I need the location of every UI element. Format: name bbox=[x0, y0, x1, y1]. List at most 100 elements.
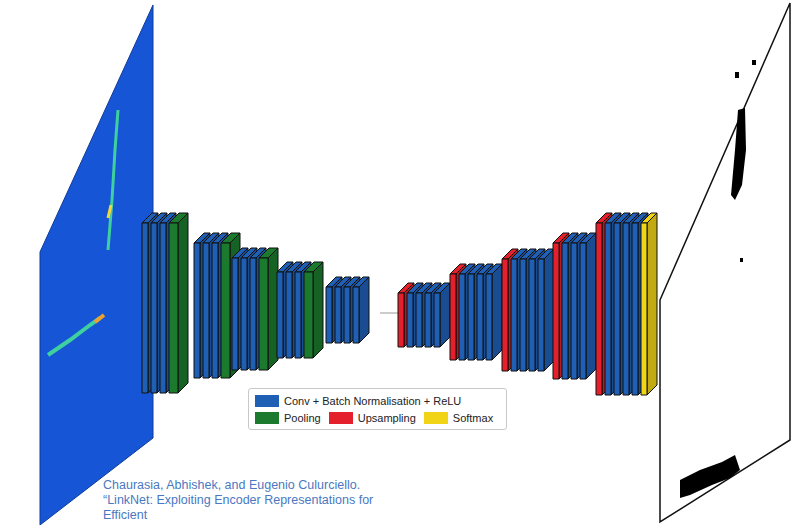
legend-item: Conv + Batch Normalisation + ReLU bbox=[255, 395, 461, 407]
layer-slab bbox=[468, 274, 474, 360]
mask-dot bbox=[740, 258, 743, 262]
layer-slab bbox=[602, 213, 612, 395]
legend-text: Upsampling bbox=[358, 412, 416, 424]
layer-slab bbox=[571, 243, 577, 379]
layer-slab bbox=[474, 264, 484, 360]
layer-slab bbox=[465, 264, 475, 360]
layer-slab bbox=[647, 213, 657, 395]
input-image bbox=[40, 5, 153, 525]
layer-slab bbox=[142, 223, 148, 393]
layer-slab bbox=[404, 283, 414, 347]
layer-slab bbox=[241, 258, 247, 370]
legend-swatch bbox=[255, 412, 279, 424]
legend-item: Pooling bbox=[255, 412, 321, 424]
layer-slab bbox=[353, 287, 359, 343]
layer-slab bbox=[407, 293, 413, 347]
layer-slab bbox=[611, 213, 621, 395]
layer-slab bbox=[511, 259, 517, 371]
layer-slab bbox=[247, 248, 257, 370]
layer-slab bbox=[517, 249, 527, 371]
layer-slab bbox=[638, 213, 648, 395]
layer-slab bbox=[209, 233, 219, 378]
layer-slab bbox=[641, 223, 647, 395]
layer-slab bbox=[605, 223, 611, 395]
layer-slab bbox=[326, 287, 332, 343]
legend-text: Softmax bbox=[453, 412, 493, 424]
layer-slab bbox=[456, 264, 466, 360]
layer-slab bbox=[538, 259, 544, 371]
layer-slab bbox=[483, 264, 493, 360]
layer-slab bbox=[508, 249, 518, 371]
legend-item: Upsampling bbox=[329, 412, 416, 424]
layer-slab bbox=[160, 223, 166, 393]
layer-slab bbox=[194, 243, 200, 378]
input-signal bbox=[48, 318, 100, 355]
layer-slab bbox=[416, 293, 422, 347]
legend-swatch bbox=[255, 395, 279, 407]
layer-slab bbox=[422, 283, 432, 347]
layer-slab bbox=[341, 277, 351, 343]
layer-slab bbox=[335, 287, 341, 343]
mask-segment bbox=[680, 455, 740, 498]
legend-row: Conv + Batch Normalisation + ReLU bbox=[255, 392, 500, 409]
layer-slab bbox=[425, 293, 431, 347]
input-signal bbox=[108, 110, 118, 250]
layer-slab bbox=[577, 233, 587, 379]
layer-slab bbox=[529, 259, 535, 371]
layer-slab bbox=[304, 272, 313, 358]
output-mask bbox=[660, 3, 790, 522]
layer-slab bbox=[238, 248, 248, 370]
layer-slab bbox=[413, 283, 423, 347]
layer-slab bbox=[559, 233, 569, 379]
layer-slab bbox=[283, 262, 293, 358]
layer-slab bbox=[292, 262, 302, 358]
input-signal bbox=[108, 205, 111, 218]
layer-slab bbox=[520, 259, 526, 371]
layer-slab bbox=[632, 223, 638, 395]
layer-slab bbox=[286, 272, 292, 358]
citation: Chaurasia, Abhishek, and Eugenio Culurci… bbox=[103, 478, 403, 523]
layer-slab bbox=[477, 274, 483, 360]
layer-slab bbox=[562, 243, 568, 379]
layer-slab bbox=[200, 233, 210, 378]
layer-slab bbox=[250, 258, 256, 370]
mask-dot bbox=[752, 60, 756, 65]
layer-slab bbox=[629, 213, 639, 395]
layer-slab bbox=[359, 277, 369, 343]
layer-slab bbox=[580, 243, 586, 379]
layer-slab bbox=[450, 274, 456, 360]
layer-slab bbox=[259, 258, 268, 370]
legend-text: Pooling bbox=[284, 412, 321, 424]
layer-slab bbox=[526, 249, 536, 371]
mask-segment bbox=[731, 108, 746, 200]
layer-slab bbox=[203, 243, 209, 378]
layer-slab bbox=[221, 243, 230, 378]
layer-slab bbox=[344, 287, 350, 343]
layer-slab bbox=[568, 233, 578, 379]
layer-slab bbox=[486, 274, 492, 360]
citation-text: Chaurasia, Abhishek, and Eugenio Culurci… bbox=[103, 478, 373, 522]
layer-slab bbox=[157, 213, 167, 393]
layer-slab bbox=[492, 264, 502, 360]
layer-slab bbox=[502, 259, 508, 371]
input-signal bbox=[95, 315, 104, 322]
layer-slab bbox=[535, 249, 545, 371]
layer-slab bbox=[440, 283, 450, 347]
bottleneck-link bbox=[380, 313, 400, 314]
layer-slab bbox=[148, 213, 158, 393]
layer-slab bbox=[620, 213, 630, 395]
layer-slab bbox=[596, 223, 602, 395]
layer-slab bbox=[277, 272, 283, 358]
layer-slab bbox=[151, 223, 157, 393]
layer-slab bbox=[313, 262, 323, 358]
layer-slab bbox=[350, 277, 360, 343]
layer-slab bbox=[398, 293, 404, 347]
layer-slab bbox=[459, 274, 465, 360]
layer-slab bbox=[586, 233, 596, 379]
legend-text: Conv + Batch Normalisation + ReLU bbox=[284, 395, 461, 407]
layer-slab bbox=[614, 223, 620, 395]
legend-item: Softmax bbox=[424, 412, 493, 424]
mask-dot bbox=[735, 72, 739, 78]
legend-row: Pooling Upsampling Softmax bbox=[255, 409, 500, 426]
